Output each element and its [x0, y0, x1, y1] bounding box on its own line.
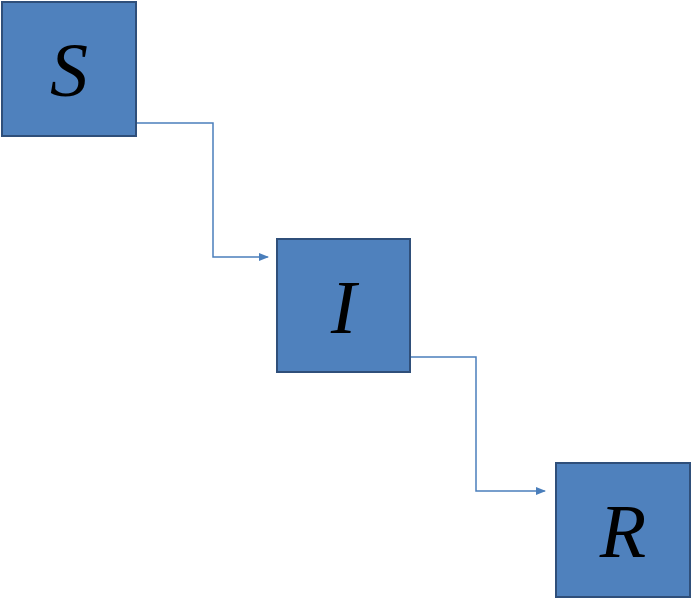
edge-s-to-i-arrow	[137, 122, 269, 261]
node-s-susceptible: S	[1, 1, 137, 137]
node-s-label: S	[50, 29, 88, 113]
node-i-label: I	[330, 265, 357, 350]
edge-i-to-r-arrow	[411, 356, 546, 495]
node-r-recovered: R	[555, 462, 691, 598]
node-r-label: R	[599, 490, 647, 574]
node-i-infected: I	[276, 238, 411, 373]
